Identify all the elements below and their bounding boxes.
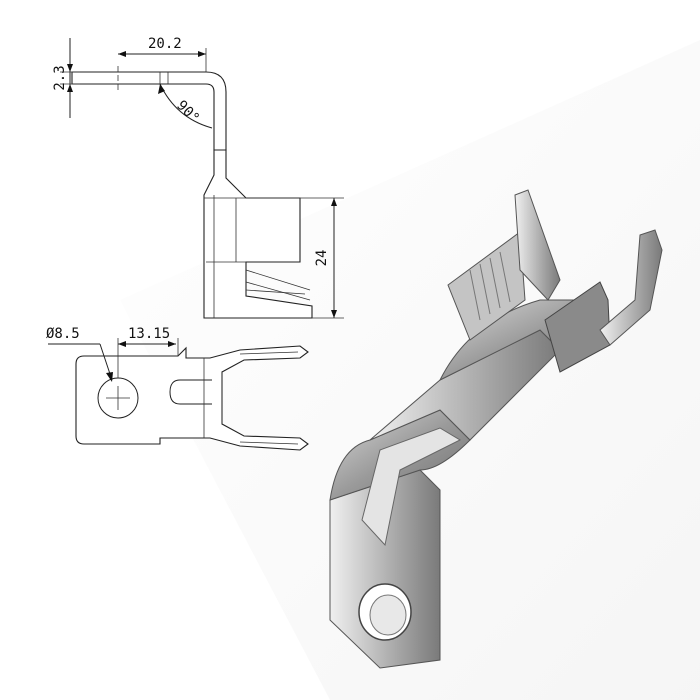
dim-height-label: 24	[314, 250, 330, 267]
dim-hole-label: Ø8.5	[46, 326, 80, 342]
top-view: Ø8.5 13.15	[46, 326, 309, 451]
dim-thickness-label: 2.3	[52, 65, 68, 90]
dim-length-label: 20.2	[148, 36, 182, 52]
isometric-render	[329, 189, 663, 669]
dim-offset-label: 13.15	[128, 326, 170, 342]
render-background	[120, 40, 700, 700]
